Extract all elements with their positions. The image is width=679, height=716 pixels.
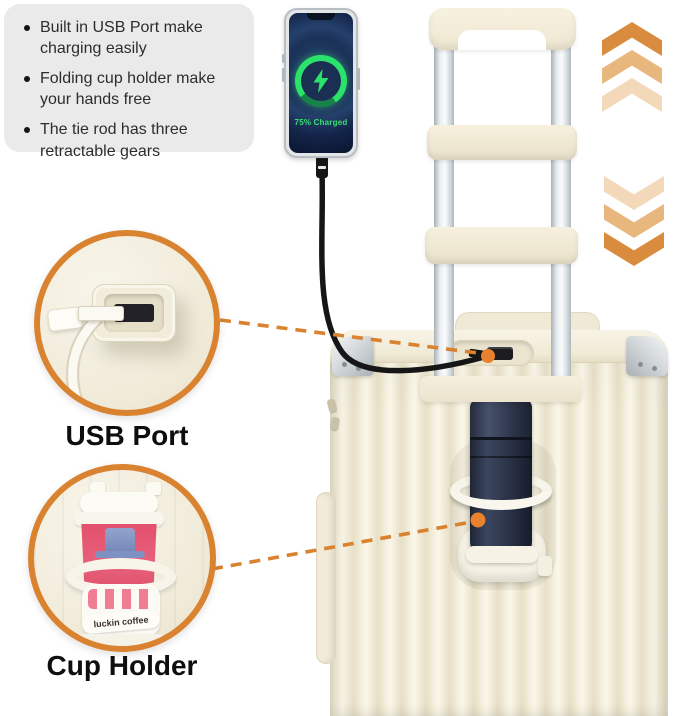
corner-guard (332, 336, 374, 376)
bullet-icon (24, 76, 30, 83)
usb-plug (468, 348, 490, 360)
bullet-icon (24, 127, 30, 134)
cup-holder-callout: luckin coffee (28, 464, 216, 652)
coffee-cup-rim (74, 512, 164, 526)
lightning-connector (316, 156, 328, 178)
phone-screen: 75% Charged (289, 13, 353, 153)
cup-holder-base (466, 546, 538, 563)
hat-brim-graphic (95, 551, 145, 558)
bottle-seam (470, 456, 532, 458)
smartphone: 75% Charged (282, 8, 360, 158)
trolley-base-plate (420, 376, 582, 402)
charge-percentage: 75% Charged (294, 118, 348, 127)
hat-graphic (105, 528, 135, 554)
usb-port-slot (114, 304, 154, 322)
trolley-tube (551, 40, 571, 392)
feature-item: The tie rod has three retractable gears (24, 119, 240, 161)
usb-port-slot (487, 347, 513, 360)
feature-text: Folding cup holder make your hands free (40, 70, 216, 109)
lightning-bolt-icon (313, 69, 329, 93)
grip-cutout (458, 30, 546, 50)
cup-brand-banner: luckin coffee (82, 608, 160, 635)
features-panel: Built in USB Port make charging easily F… (4, 4, 254, 160)
usb-port-callout (34, 230, 220, 416)
holder-hook (90, 482, 105, 495)
phone-mute-switch (282, 54, 285, 63)
suitcase-side-handle (316, 492, 336, 664)
cup-holder-label: Cup Holder (46, 650, 198, 681)
striped-awning-graphic (88, 589, 154, 609)
phone-notch (307, 13, 335, 20)
feature-item: Folding cup holder make your hands free (24, 68, 240, 110)
connector-band (318, 166, 326, 169)
suitcase-usb-port (448, 340, 534, 366)
bottle-lid (470, 398, 532, 440)
feature-item: Built in USB Port make charging easily (24, 17, 240, 59)
charge-progress-ring (295, 55, 347, 107)
chevron-up-icon (602, 78, 662, 112)
corner-guard (626, 336, 668, 376)
trolley-handle-grip (429, 8, 576, 50)
phone-volume-button (282, 68, 285, 82)
trolley-crossbar (425, 227, 578, 264)
feature-text: The tie rod has three retractable gears (40, 121, 188, 160)
thermos-bottle (470, 398, 532, 558)
cup-holder-tab (538, 556, 552, 576)
phone-power-button (357, 68, 360, 90)
trolley-tube (434, 40, 454, 392)
rivet (638, 362, 643, 367)
folding-holder-base (78, 634, 164, 646)
usb-port-label: USB Port (65, 420, 189, 451)
cup-artwork: luckin coffee (82, 584, 160, 636)
feature-text: Built in USB Port make charging easily (40, 19, 203, 58)
usb-cable-plug (78, 306, 124, 321)
white-cable (66, 313, 103, 410)
chevron-down-icon (604, 176, 664, 210)
rivet (342, 362, 347, 367)
bullet-icon (24, 25, 30, 31)
trolley-crossbar (427, 125, 577, 160)
holder-hook (146, 482, 161, 495)
